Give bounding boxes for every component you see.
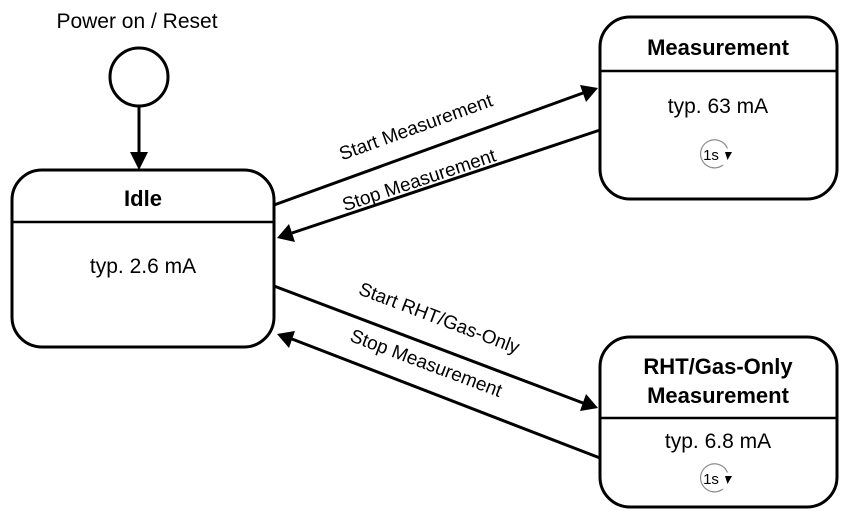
timer-arc <box>699 463 729 493</box>
state-measurement-box <box>598 15 839 201</box>
state-rht-gas-only-timer-icon: 1s <box>699 463 732 493</box>
state-rht-gas-only-timer: 1s <box>703 471 719 488</box>
state-measurement-current: typ. 63 mA <box>668 95 768 118</box>
state-idle-current: typ. 2.6 mA <box>90 255 196 278</box>
state-rht-gas-only: RHT/Gas-Only Measurement typ. 6.8 mA 1s <box>598 335 839 509</box>
state-rht-gas-only-box <box>598 335 839 509</box>
state-measurement-timer: 1s <box>703 147 719 164</box>
transition-start-measurement-line <box>273 91 584 207</box>
transition-start-rht-gas-only-line <box>273 284 584 405</box>
transition-start-rht-gas-only-arrowhead <box>580 394 598 411</box>
transition-stop-measurement-upper-line <box>291 128 601 235</box>
state-idle-title: Idle <box>124 186 162 211</box>
initial-state-label: Power on / Reset <box>56 10 217 33</box>
state-rht-gas-only-current: typ. 6.8 mA <box>665 430 771 453</box>
transition-stop-measurement-lower-arrowhead <box>277 331 295 348</box>
transition-start-measurement-arrowhead <box>580 85 598 102</box>
state-measurement-timer-icon: 1s <box>699 139 732 169</box>
transition-stop-measurement-lower-line <box>291 337 601 460</box>
state-measurement: Measurement typ. 63 mA 1s <box>598 15 839 201</box>
initial-state-node <box>108 46 170 108</box>
timer-arrowhead <box>725 152 732 160</box>
initial-transition-arrowhead <box>130 152 148 170</box>
state-rht-gas-only-title-line1: RHT/Gas-Only <box>643 354 793 379</box>
state-measurement-title: Measurement <box>647 35 790 60</box>
transition-stop-measurement-upper-arrowhead <box>277 224 295 242</box>
state-idle: Idle typ. 2.6 mA <box>10 168 276 349</box>
state-idle-box <box>10 168 276 349</box>
timer-arrowhead <box>725 476 732 484</box>
timer-arc <box>699 139 729 169</box>
state-rht-gas-only-title-line2: Measurement <box>647 383 790 408</box>
